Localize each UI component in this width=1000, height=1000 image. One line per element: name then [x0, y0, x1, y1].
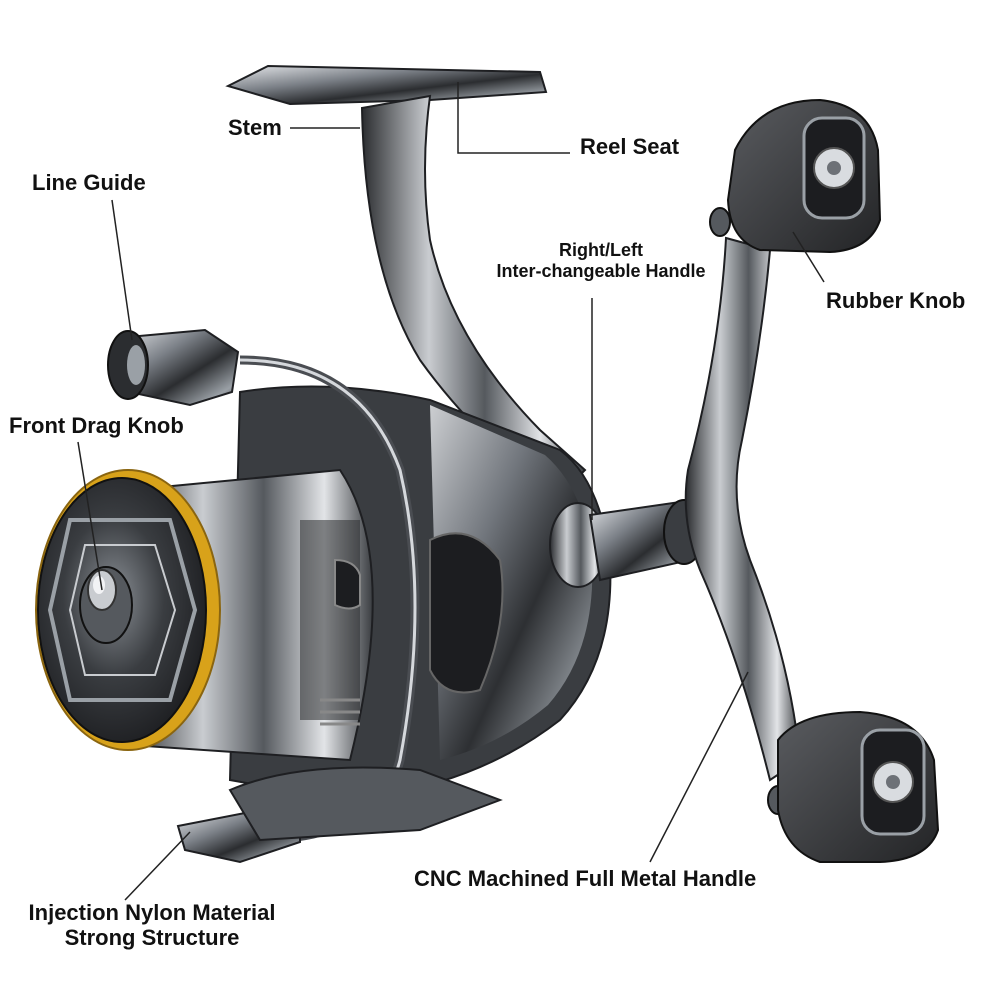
label-handle-switch-line2: Inter-changeable Handle — [496, 260, 706, 281]
label-line-guide: Line Guide — [32, 170, 146, 195]
leader-rubber-knob — [792, 231, 825, 283]
rubber-knob-lower — [777, 710, 940, 863]
label-nylon-line2: Strong Structure — [64, 925, 240, 951]
label-handle-switch: Right/Left Inter-changeable Handle — [476, 240, 726, 281]
label-reel-seat: Reel Seat — [580, 134, 680, 159]
leader-nylon — [124, 831, 191, 901]
leader-cnc — [649, 671, 749, 863]
label-cnc-handle: CNC Machined Full Metal Handle — [414, 866, 757, 891]
handle-cap — [549, 499, 705, 588]
rubber-knob-upper — [726, 98, 882, 254]
front-drag-knob — [79, 566, 133, 644]
reel-artwork — [35, 64, 940, 864]
label-rubber-knob: Rubber Knob — [826, 288, 966, 313]
line-guide — [107, 328, 240, 407]
label-nylon-line1: Injection Nylon Material — [28, 900, 276, 925]
label-handle-switch-line1: Right/Left — [559, 240, 643, 260]
label-stem: Stem — [228, 115, 282, 140]
leader-line-guide — [111, 199, 133, 341]
label-nylon: Injection Nylon Material Strong Structur… — [16, 900, 288, 951]
label-front-drag-knob: Front Drag Knob — [9, 413, 184, 438]
handle-arm — [684, 236, 802, 782]
leader-front-drag — [77, 441, 103, 591]
leader-lines — [77, 82, 825, 901]
reel-seat — [225, 64, 548, 106]
spool — [35, 468, 374, 762]
leader-reel-seat — [457, 82, 570, 154]
